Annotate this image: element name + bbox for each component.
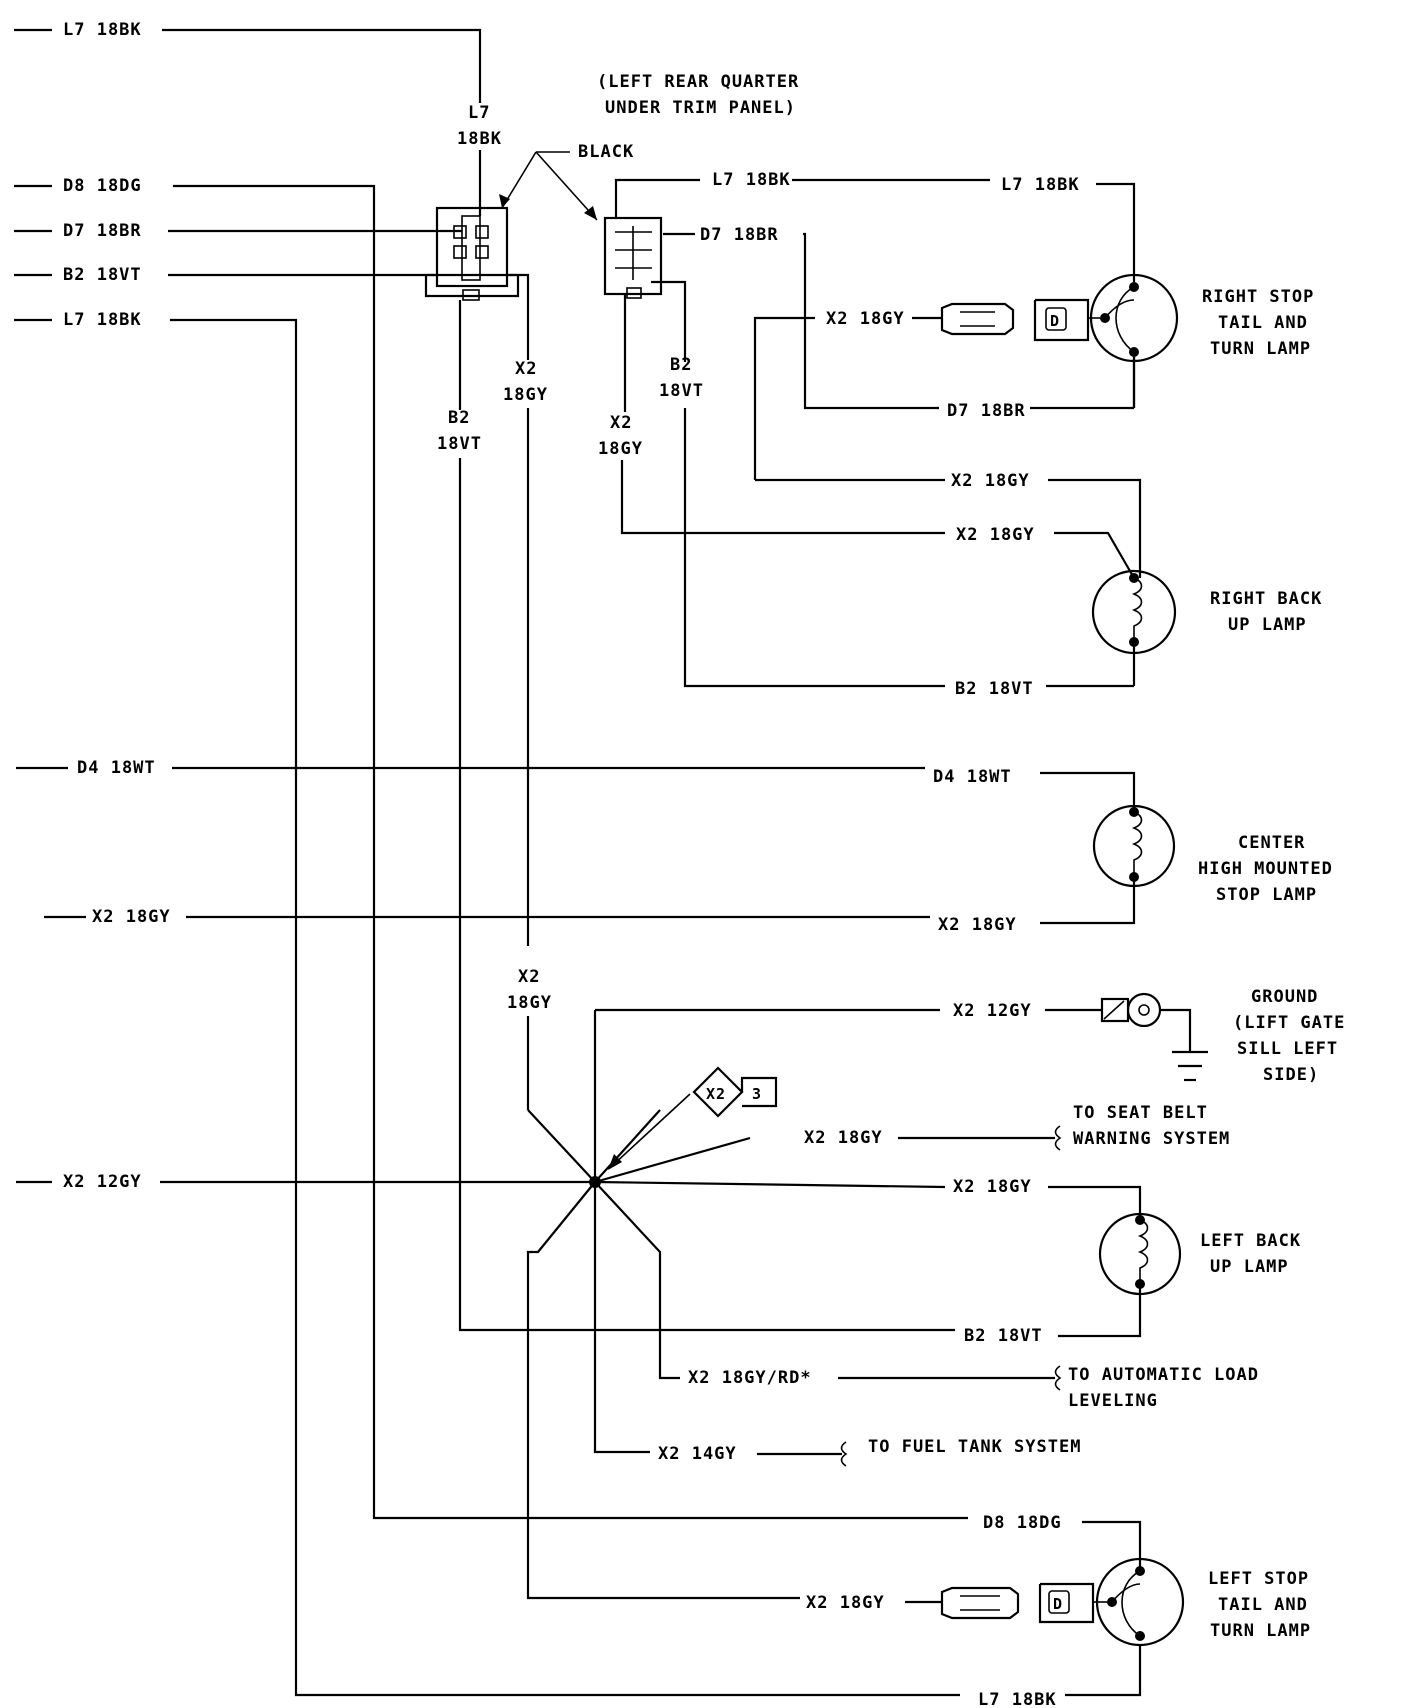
label-b2-lback: B2 18VT — [964, 1326, 1043, 1346]
left-stop-wiring: D — [905, 1520, 1185, 1697]
vlabel-x2-left-2: 18GY — [503, 385, 548, 405]
splice-tag: X2 3 — [692, 1066, 778, 1118]
input-x2-18gy: X2 18GY — [92, 907, 171, 927]
dest-seatbelt-1: TO SEAT BELT — [1073, 1103, 1208, 1123]
comp-right-stop-2: TAIL AND — [1218, 313, 1308, 333]
input-d8: D8 18DG — [63, 176, 142, 196]
label-d8-lstop: D8 18DG — [983, 1513, 1062, 1533]
vlabel-b2-right-1: B2 — [670, 355, 692, 375]
comp-right-stop-3: TURN LAMP — [1210, 339, 1311, 359]
comp-chmsl-2: HIGH MOUNTED — [1198, 859, 1333, 879]
label-b2-rback: B2 18VT — [955, 679, 1034, 699]
comp-left-backup-2: UP LAMP — [1210, 1257, 1289, 1277]
label-d7-lamp: D7 18BR — [947, 401, 1026, 421]
label-x2-chmsl: X2 18GY — [938, 915, 1017, 935]
label-x2-lback: X2 18GY — [953, 1177, 1032, 1197]
dest-seatbelt-2: WARNING SYSTEM — [1073, 1129, 1230, 1149]
vlabel-x2-splice-1: X2 — [518, 967, 540, 987]
input-x2-12gy: X2 12GY — [63, 1172, 142, 1192]
label-x2-b: X2 18GY — [956, 525, 1035, 545]
label-x2-lstop: X2 18GY — [806, 1593, 885, 1613]
comp-ground-1: GROUND — [1251, 987, 1318, 1007]
dest-load-2: LEVELING — [1068, 1391, 1158, 1411]
wires-left — [160, 28, 968, 1697]
left-connector — [424, 206, 520, 301]
vlabel-x2-splice-2: 18GY — [507, 993, 552, 1013]
label-l7-conn: L7 18BK — [712, 170, 791, 190]
vlabel-l7-1: L7 — [468, 103, 490, 123]
label-x2-fuel: X2 14GY — [658, 1444, 737, 1464]
comp-left-stop-1: LEFT STOP — [1208, 1569, 1309, 1589]
socket-d-glyph: D — [1050, 312, 1060, 330]
fuel-wiring — [757, 1441, 848, 1467]
label-x2-load: X2 18GY/RD* — [688, 1368, 812, 1388]
comp-right-backup-2: UP LAMP — [1228, 615, 1307, 635]
right-backup-wiring — [1046, 478, 1177, 688]
right-stop-wiring: D — [753, 178, 1179, 482]
comp-left-stop-3: TURN LAMP — [1210, 1621, 1311, 1641]
input-d4: D4 18WT — [77, 758, 156, 778]
comp-right-backup-1: RIGHT BACK — [1210, 589, 1322, 609]
load-leveling-wiring — [838, 1365, 1062, 1391]
vlabel-b2-left-1: B2 — [448, 408, 470, 428]
comp-right-stop-1: RIGHT STOP — [1202, 287, 1314, 307]
vlabel-x2-mid-1: X2 — [610, 413, 632, 433]
input-d7: D7 18BR — [63, 221, 142, 241]
comp-left-backup-1: LEFT BACK — [1200, 1231, 1301, 1251]
label-x2-seatbelt: X2 18GY — [804, 1128, 883, 1148]
chmsl-wiring — [1040, 771, 1176, 925]
label-x2-a: X2 18GY — [951, 471, 1030, 491]
black-arrows — [499, 151, 598, 221]
comp-chmsl-3: STOP LAMP — [1216, 885, 1317, 905]
vlabel-l7-2: 18BK — [457, 129, 502, 149]
input-l7-top: L7 18BK — [63, 20, 142, 40]
input-l7-bottom: L7 18BK — [63, 310, 142, 330]
label-l7-lstop: L7 18BK — [978, 1690, 1057, 1708]
dest-load-1: TO AUTOMATIC LOAD — [1068, 1365, 1259, 1385]
splice-wire: X2 — [706, 1085, 726, 1103]
left-backup-wiring — [1048, 1185, 1182, 1338]
dest-fuel: TO FUEL TANK SYSTEM — [868, 1437, 1081, 1457]
splice-number: 3 — [752, 1085, 762, 1103]
socket-d-glyph-2: D — [1053, 1595, 1063, 1613]
location-note-line-1: (LEFT REAR QUARTER — [597, 72, 799, 92]
label-x2-ground: X2 12GY — [953, 1001, 1032, 1021]
input-b2: B2 18VT — [63, 265, 142, 285]
seatbelt-wiring — [898, 1125, 1062, 1151]
input-stubs — [14, 28, 86, 1184]
right-connector — [603, 216, 663, 299]
label-l7-lamp: L7 18BK — [1001, 175, 1080, 195]
vlabel-b2-left-2: 18VT — [437, 434, 482, 454]
comp-chmsl-1: CENTER — [1238, 833, 1305, 853]
label-x2-rstop: X2 18GY — [826, 309, 905, 329]
comp-ground-2: (LIFT GATE — [1233, 1013, 1345, 1033]
splice-wiring — [526, 1010, 946, 1600]
vlabel-x2-mid-2: 18GY — [598, 439, 643, 459]
vlabel-x2-left-1: X2 — [515, 359, 537, 379]
label-d4-chmsl: D4 18WT — [933, 767, 1012, 787]
wires-right-connector — [614, 178, 945, 688]
location-note-line-2: UNDER TRIM PANEL) — [605, 98, 796, 118]
comp-left-stop-2: TAIL AND — [1218, 1595, 1308, 1615]
comp-ground-4: SIDE) — [1263, 1065, 1319, 1085]
comp-ground-3: SILL LEFT — [1237, 1039, 1338, 1059]
ground-symbol — [595, 992, 1208, 1082]
vlabel-b2-right-2: 18VT — [659, 381, 704, 401]
connector-color-label: BLACK — [578, 142, 634, 162]
label-d7-conn: D7 18BR — [700, 225, 779, 245]
